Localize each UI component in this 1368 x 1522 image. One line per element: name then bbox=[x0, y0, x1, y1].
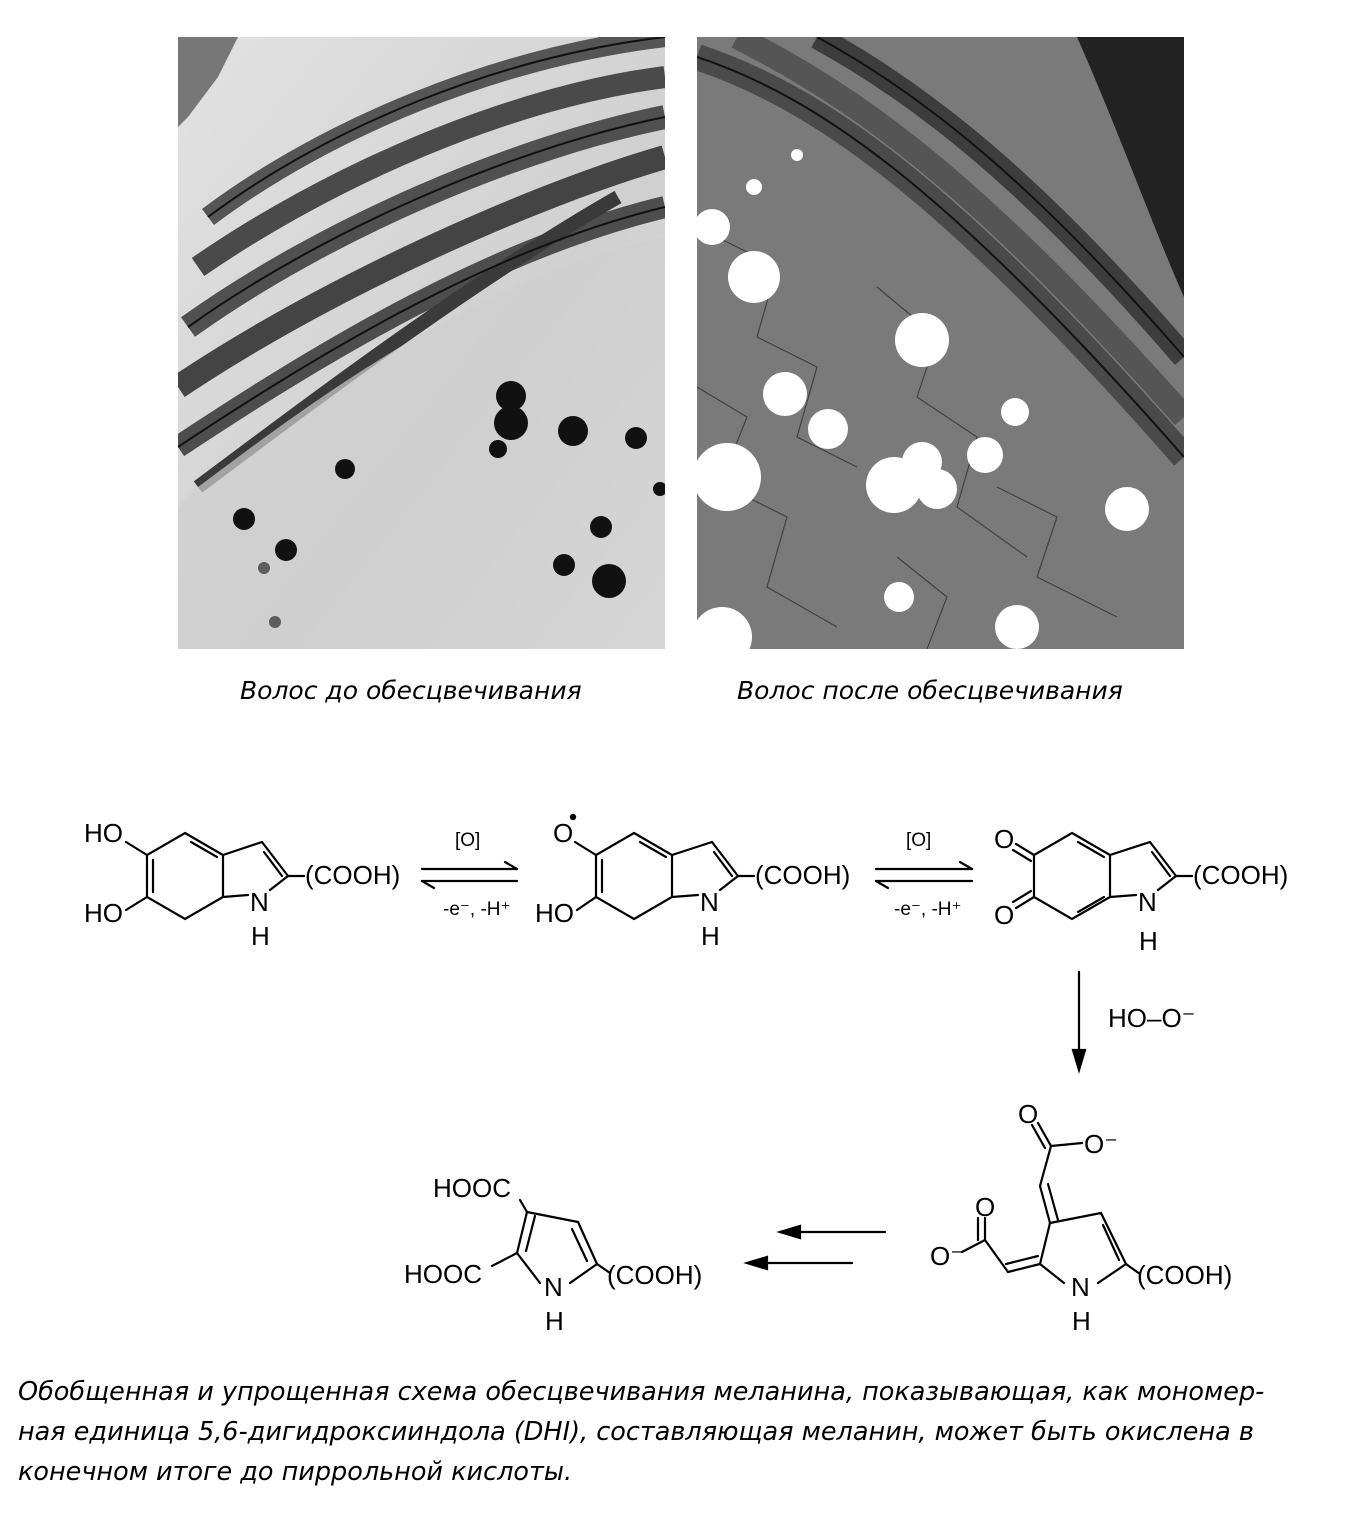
molecule-semiquinone bbox=[573, 831, 756, 921]
mol2-h: H bbox=[701, 921, 720, 951]
mol5-hooc-left: HOOC bbox=[404, 1259, 482, 1289]
molecule-ring-opened bbox=[960, 1121, 1142, 1285]
photo-before-caption: Волос до обесцвечивания bbox=[240, 676, 582, 705]
reaction-scheme: HO HO N H (COOH) [O] -e⁻, -H⁺ O HO N H (… bbox=[84, 813, 1288, 1336]
mol5-cooh: (COOH) bbox=[607, 1260, 702, 1290]
mol1-ho-top: HO bbox=[84, 818, 123, 848]
mol1-cooh: (COOH) bbox=[305, 860, 400, 890]
arrow2-below: -e⁻, -H⁺ bbox=[894, 899, 962, 920]
mol4-cooh: (COOH) bbox=[1137, 1260, 1232, 1290]
mol4-n: N bbox=[1071, 1272, 1090, 1302]
mol4-h: H bbox=[1072, 1306, 1091, 1336]
down-arrow bbox=[1071, 970, 1087, 1074]
arrow1-above: [O] bbox=[455, 830, 480, 851]
caption-line: Обобщенная и упрощенная схема обесцвечив… bbox=[18, 1377, 1265, 1407]
mol2-ho-bottom: HO bbox=[535, 898, 574, 928]
photo-after-caption: Волос после обесцвечивания bbox=[737, 676, 1123, 705]
mol1-ho-bottom: HO bbox=[84, 898, 123, 928]
mol3-h: H bbox=[1139, 926, 1158, 956]
mol1-h: H bbox=[251, 921, 270, 951]
mol4-o-minus-top: O⁻ bbox=[1084, 1129, 1118, 1159]
mol1-n: N bbox=[250, 887, 269, 917]
mol3-cooh: (COOH) bbox=[1193, 860, 1288, 890]
figure-caption: Обобщенная и упрощенная схема обесцвечив… bbox=[18, 1372, 1358, 1492]
radical-dot bbox=[569, 813, 577, 821]
caption-line: конечном итоге до пиррольной кислоты. bbox=[18, 1457, 573, 1487]
arrow1-below: -e⁻, -H⁺ bbox=[443, 899, 511, 920]
equilibrium-arrow-2 bbox=[874, 860, 974, 890]
photo-after-bleaching bbox=[697, 37, 1184, 649]
mol3-o-bottom: O bbox=[994, 900, 1014, 930]
arrow2-above: [O] bbox=[906, 830, 931, 851]
molecule-pyrrole-acid bbox=[490, 1198, 612, 1285]
photo-before-bleaching bbox=[178, 37, 665, 649]
equilibrium-arrow-1 bbox=[420, 860, 519, 890]
mol2-o-radical: O bbox=[553, 818, 573, 848]
caption-line: ная единица 5,6-дигидроксииндола (DHI), … bbox=[18, 1417, 1254, 1447]
molecule-quinone bbox=[1011, 831, 1194, 921]
molecule-dhi bbox=[124, 831, 306, 921]
mol4-o-top: O bbox=[1018, 1099, 1038, 1129]
mol5-n: N bbox=[544, 1272, 563, 1302]
mol2-n: N bbox=[700, 887, 719, 917]
mol3-o-top: O bbox=[994, 824, 1014, 854]
mol5-h: H bbox=[545, 1306, 564, 1336]
mol5-hooc-top: HOOC bbox=[433, 1173, 511, 1203]
mol3-n: N bbox=[1138, 887, 1157, 917]
reverse-arrows bbox=[743, 1224, 887, 1271]
mol2-cooh: (COOH) bbox=[755, 860, 850, 890]
mol4-o-left-top: O bbox=[975, 1192, 995, 1222]
reagent-hoo: HO–O⁻ bbox=[1108, 1003, 1195, 1033]
mol4-o-minus-left: O⁻ bbox=[930, 1241, 964, 1271]
